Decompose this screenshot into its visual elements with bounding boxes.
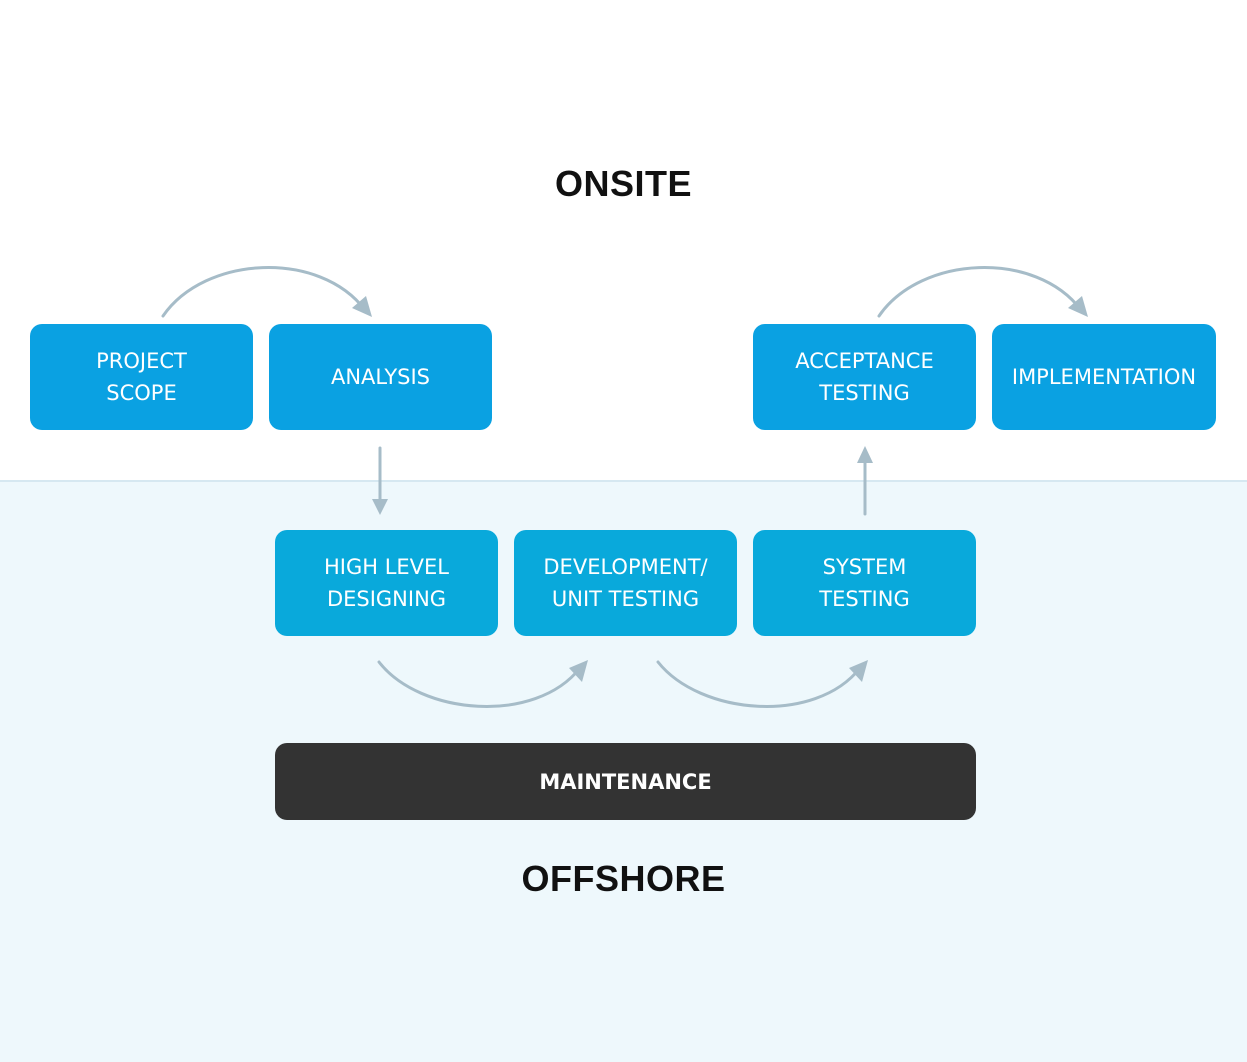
offshore-zone-title: OFFSHORE (521, 858, 726, 899)
project-scope-box: PROJECT SCOPE (30, 324, 253, 430)
system-testing-box: SYSTEM TESTING (753, 530, 976, 636)
arrowhead-system-to-acceptance (857, 446, 873, 463)
acceptance-testing-box: ACCEPTANCE TESTING (753, 324, 976, 430)
arrowhead-design-to-development (569, 660, 588, 682)
arrowhead-analysis-to-design (372, 499, 388, 515)
arrow-design-to-development (377, 660, 582, 708)
arrowhead-scope-to-analysis (352, 296, 372, 317)
development-unit-testing-box: DEVELOPMENT/ UNIT TESTING (514, 530, 737, 636)
onsite-zone-title: ONSITE (554, 163, 692, 204)
implementation-box: IMPLEMENTATION (992, 324, 1216, 430)
arrow-acceptance-to-implementation (877, 266, 1083, 318)
maintenance-bar: MAINTENANCE (275, 743, 976, 820)
arrowhead-acceptance-to-implementation (1068, 296, 1088, 317)
arrow-development-to-system (656, 660, 862, 708)
arrow-scope-to-analysis (161, 266, 367, 318)
analysis-box: ANALYSIS (269, 324, 492, 430)
arrowhead-development-to-system (849, 660, 868, 682)
high-level-designing-box: HIGH LEVEL DESIGNING (275, 530, 498, 636)
